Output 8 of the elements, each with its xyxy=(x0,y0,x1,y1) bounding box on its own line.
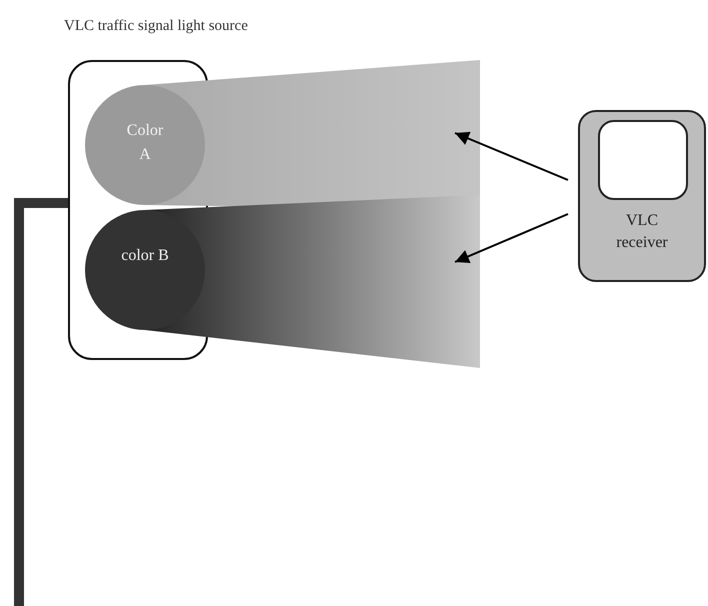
title-label: VLC traffic signal light source xyxy=(64,18,248,35)
arrow xyxy=(454,213,568,263)
lamp-label: color B xyxy=(120,246,170,266)
lamp-label: Color A xyxy=(126,121,164,165)
receiver-screen xyxy=(598,120,688,200)
arrow xyxy=(454,132,568,181)
device-label: VLC receiver xyxy=(615,211,669,253)
receiver-device xyxy=(578,110,706,282)
